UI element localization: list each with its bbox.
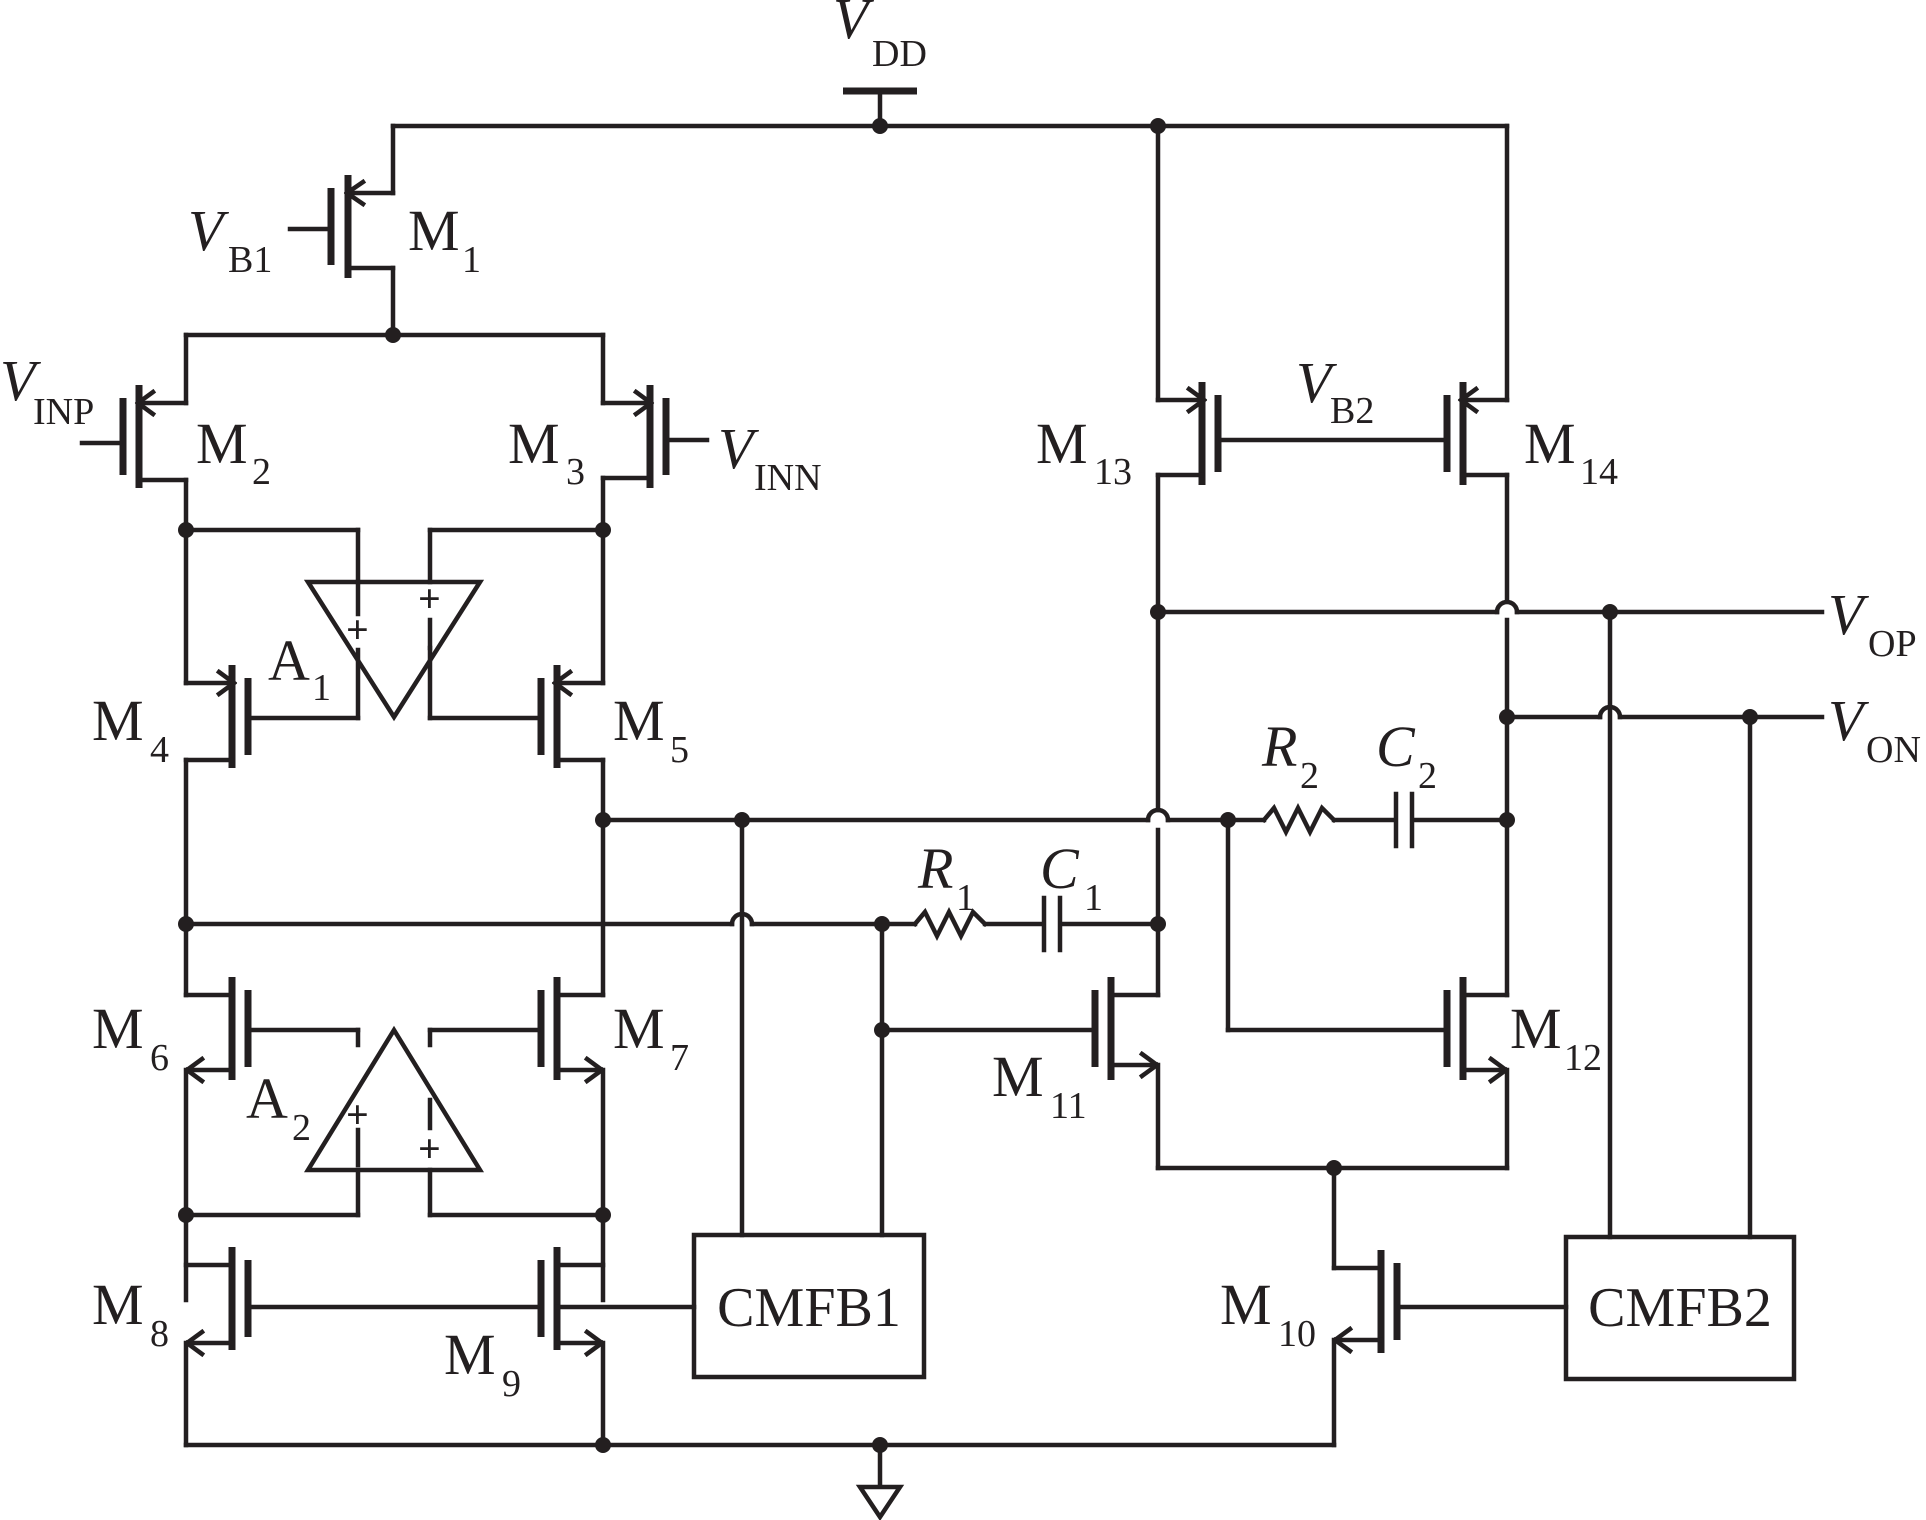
vb2-label: V <box>1296 350 1338 415</box>
m8-label: M <box>92 1272 144 1337</box>
output-wires <box>1155 599 1825 1240</box>
m12-label-sub: 12 <box>1564 1037 1602 1079</box>
ground-rail <box>183 1442 1337 1520</box>
c1-label-sub: 1 <box>1084 877 1103 919</box>
m6-label: M <box>92 996 144 1061</box>
transistor-m5 <box>537 665 606 998</box>
transistor-m12 <box>1443 977 1510 1171</box>
tail-node <box>183 332 606 406</box>
transistor-m8 <box>183 1247 541 1448</box>
vinp-label-sub: INP <box>33 391 94 433</box>
r1-label-sub: 1 <box>956 877 975 919</box>
svg-text:+: + <box>346 1092 369 1137</box>
transistor-m10 <box>1331 1250 1569 1448</box>
transistor-m11 <box>1091 977 1161 1171</box>
m4-label-sub: 4 <box>150 729 169 771</box>
c2-label: C <box>1376 714 1416 779</box>
resistor-r2 <box>1225 802 1396 838</box>
capacitor-c1 <box>1041 895 1161 953</box>
transistor-m2 <box>79 385 189 686</box>
transistor-m1 <box>287 175 396 338</box>
cmfb1-label: CMFB1 <box>717 1277 901 1339</box>
transistor-m14 <box>1218 382 1510 998</box>
m9-label: M <box>444 1322 496 1387</box>
vb2-label-sub: B2 <box>1330 390 1374 432</box>
m13-label: M <box>1036 411 1088 476</box>
vop-label: V <box>1828 582 1870 647</box>
cmfb1-block <box>691 1232 927 1380</box>
m14-label: M <box>1524 411 1576 476</box>
m5-label: M <box>613 688 665 753</box>
c1-label: C <box>1040 836 1080 901</box>
vdd-rail <box>390 87 1510 403</box>
r2-label-sub: 2 <box>1300 755 1319 797</box>
vop-label-sub: OP <box>1868 623 1917 665</box>
von-label: V <box>1828 688 1870 753</box>
svg-text:+: + <box>418 576 441 621</box>
amplifier-a2: + + <box>183 1025 606 1218</box>
m11-label-sub: 11 <box>1050 1085 1087 1127</box>
m10-label: M <box>1220 1272 1272 1337</box>
resistor-r1 <box>911 906 1043 942</box>
vb1-label: V <box>188 198 230 263</box>
m1-label-sub: 1 <box>462 239 481 281</box>
signal-wires-left <box>183 807 1231 1238</box>
cmfb2-label: CMFB2 <box>1588 1277 1772 1339</box>
second-stage-tail <box>1155 1165 1510 1271</box>
m13-label-sub: 13 <box>1094 451 1132 493</box>
transistor-m4 <box>183 665 252 998</box>
transistor-m9 <box>537 1247 697 1448</box>
m2-label: M <box>196 411 248 476</box>
svg-text:+: + <box>346 607 369 652</box>
a2-label: A <box>246 1066 288 1131</box>
vinp-label: V <box>0 348 42 413</box>
vinn-label-sub: INN <box>754 457 822 499</box>
a1-label: A <box>268 628 310 693</box>
m10-label-sub: 10 <box>1278 1313 1316 1355</box>
junction-dots <box>178 118 1758 1453</box>
cmfb2-block <box>1563 1234 1797 1382</box>
a1-label-sub: 1 <box>312 667 331 709</box>
transistor-m3 <box>600 385 710 686</box>
von-label-sub: ON <box>1866 729 1921 771</box>
vinn-label: V <box>718 416 760 481</box>
m7-label-sub: 7 <box>670 1037 689 1079</box>
m4-label: M <box>92 688 144 753</box>
m7-label: M <box>613 996 665 1061</box>
c2-label-sub: 2 <box>1418 755 1437 797</box>
m5-label-sub: 5 <box>670 729 689 771</box>
m8-label-sub: 8 <box>150 1313 169 1355</box>
vb1-label-sub: B1 <box>228 239 272 281</box>
m6-label-sub: 6 <box>150 1037 169 1079</box>
m11-label: M <box>992 1044 1044 1109</box>
m3-label: M <box>508 411 560 476</box>
vdd-label-sub: DD <box>872 33 927 75</box>
r1-label: R <box>917 836 953 901</box>
m2-label-sub: 2 <box>252 451 271 493</box>
transistor-m6 <box>183 977 361 1303</box>
amplifier-a1: + + <box>183 527 606 722</box>
m1-label: M <box>408 198 460 263</box>
r2-label: R <box>1261 714 1297 779</box>
transistor-m13 <box>1155 382 1222 998</box>
transistor-m7 <box>427 977 606 1303</box>
capacitor-c2 <box>1393 791 1510 849</box>
vdd-label: V <box>833 0 875 51</box>
m12-label: M <box>1510 996 1562 1061</box>
m3-label-sub: 3 <box>566 451 585 493</box>
m9-label-sub: 9 <box>502 1363 521 1405</box>
a2-label-sub: 2 <box>292 1107 311 1149</box>
svg-text:+: + <box>418 1126 441 1171</box>
m14-label-sub: 14 <box>1580 451 1618 493</box>
